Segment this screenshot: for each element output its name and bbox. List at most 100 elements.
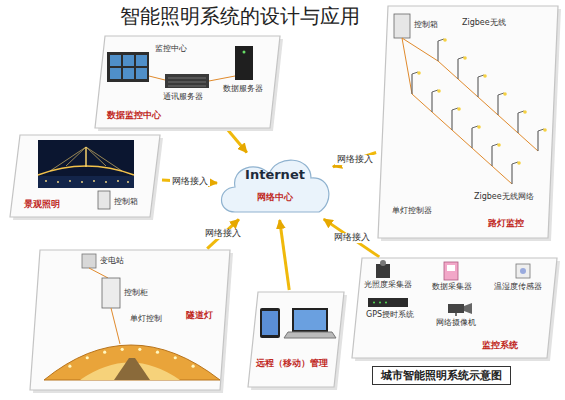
part-label: 温湿度传感器 xyxy=(494,282,542,291)
lamp-post xyxy=(451,110,452,130)
lamp-post xyxy=(477,77,478,97)
status-led xyxy=(379,302,381,304)
lamp-head xyxy=(543,128,547,132)
tunnel-light xyxy=(103,351,106,354)
panel-face xyxy=(352,258,557,358)
part-label: 变电站 xyxy=(100,256,124,265)
screen xyxy=(110,68,121,79)
panel-outline xyxy=(248,292,344,387)
part-label: 数据服务器 xyxy=(223,84,263,93)
rack-slot xyxy=(168,82,206,83)
lamp-head xyxy=(417,71,421,75)
lamp-arm xyxy=(472,126,478,128)
lamp-head xyxy=(483,74,487,78)
panel-face xyxy=(248,292,344,387)
reflection xyxy=(57,181,59,183)
lamp-post xyxy=(431,92,432,112)
reflection xyxy=(127,181,129,183)
wire xyxy=(89,268,108,278)
cloud-outline xyxy=(215,150,335,222)
panel-title: 隧道灯 xyxy=(186,310,213,320)
panel-title: 路灯监控 xyxy=(488,218,524,228)
system-panel: 隧道灯 变电站控制柜单灯控制 xyxy=(30,250,230,390)
panel-title: 数据监控中心 xyxy=(107,110,161,120)
illustration xyxy=(394,14,547,184)
lamp-post xyxy=(411,74,412,94)
lamp-arm xyxy=(492,144,498,146)
link-label: 网络接入 xyxy=(332,233,372,243)
reflection xyxy=(117,180,119,182)
part-label: 监控中心 xyxy=(155,44,187,53)
lamp-arm xyxy=(412,72,418,74)
wire xyxy=(111,308,120,344)
lamp-post xyxy=(517,113,518,133)
lamp-arm xyxy=(452,108,458,110)
lamp-head xyxy=(443,38,447,42)
collector-screen xyxy=(447,265,455,271)
tablet xyxy=(260,308,280,338)
panel-face xyxy=(378,6,558,238)
illustration xyxy=(44,254,220,380)
control-box xyxy=(394,14,410,38)
panel-outline xyxy=(378,6,558,238)
tunnel-light xyxy=(174,356,177,359)
camera-body xyxy=(448,304,464,313)
lamp-head xyxy=(437,89,441,93)
lamp-post xyxy=(457,59,458,79)
link-label: 网络接入 xyxy=(203,229,243,239)
diagram-caption: 城市智能照明系统示意图 xyxy=(372,366,511,385)
cloud-name: Internet xyxy=(245,168,305,183)
tunnel-photo xyxy=(44,345,220,380)
part-label: 网络摄像机 xyxy=(436,318,476,327)
lamp-arm xyxy=(432,90,438,92)
part-label: 控制箱 xyxy=(414,20,438,29)
light-sensor xyxy=(376,264,390,278)
rack-server xyxy=(165,74,209,88)
tunnel-light xyxy=(156,351,159,354)
camera-lens xyxy=(464,303,472,314)
lamp-head xyxy=(523,110,527,114)
reflection xyxy=(105,181,107,183)
part-label: 控制柜 xyxy=(124,288,148,297)
cable xyxy=(86,147,122,171)
lamp-arm xyxy=(498,93,504,95)
wire xyxy=(412,94,512,184)
cable xyxy=(66,147,86,166)
humidity-sensor xyxy=(516,264,530,278)
tunnel-light xyxy=(86,356,89,359)
diagram-title: 智能照明系统的设计与应用 xyxy=(120,4,360,28)
control-cabinet xyxy=(102,278,120,308)
part-label: 控制箱 xyxy=(114,197,138,206)
transformer xyxy=(82,254,96,268)
wire xyxy=(209,76,235,81)
part-label: 单灯控制 xyxy=(130,314,162,323)
sensor-dome xyxy=(380,260,386,266)
screen xyxy=(123,68,134,79)
reflection xyxy=(45,180,47,182)
part-label: 数据采集器 xyxy=(432,282,472,291)
lamp-arm xyxy=(458,57,464,59)
panel-face xyxy=(30,250,230,390)
lamp-head xyxy=(517,161,521,165)
panel-face xyxy=(95,36,280,128)
panel-title: 监控系统 xyxy=(482,340,518,350)
video-wall xyxy=(107,52,149,82)
cloud-shape xyxy=(222,160,329,212)
lamp-arm xyxy=(438,39,444,41)
panel-face xyxy=(10,135,160,217)
link-label: 网络接入 xyxy=(335,155,375,165)
part-label: GPS授时系统 xyxy=(366,310,414,319)
wire xyxy=(438,61,538,151)
illustration xyxy=(260,308,336,338)
bridge-deck xyxy=(38,166,134,175)
status-led xyxy=(373,302,375,304)
reflection xyxy=(81,181,83,183)
lamp-arm xyxy=(538,129,544,131)
lamp-post xyxy=(437,41,438,61)
rack-slot xyxy=(168,86,206,87)
lamp-post xyxy=(511,164,512,184)
network-link xyxy=(333,152,376,166)
tunnel-light xyxy=(121,348,124,351)
lamp-post xyxy=(471,128,472,148)
